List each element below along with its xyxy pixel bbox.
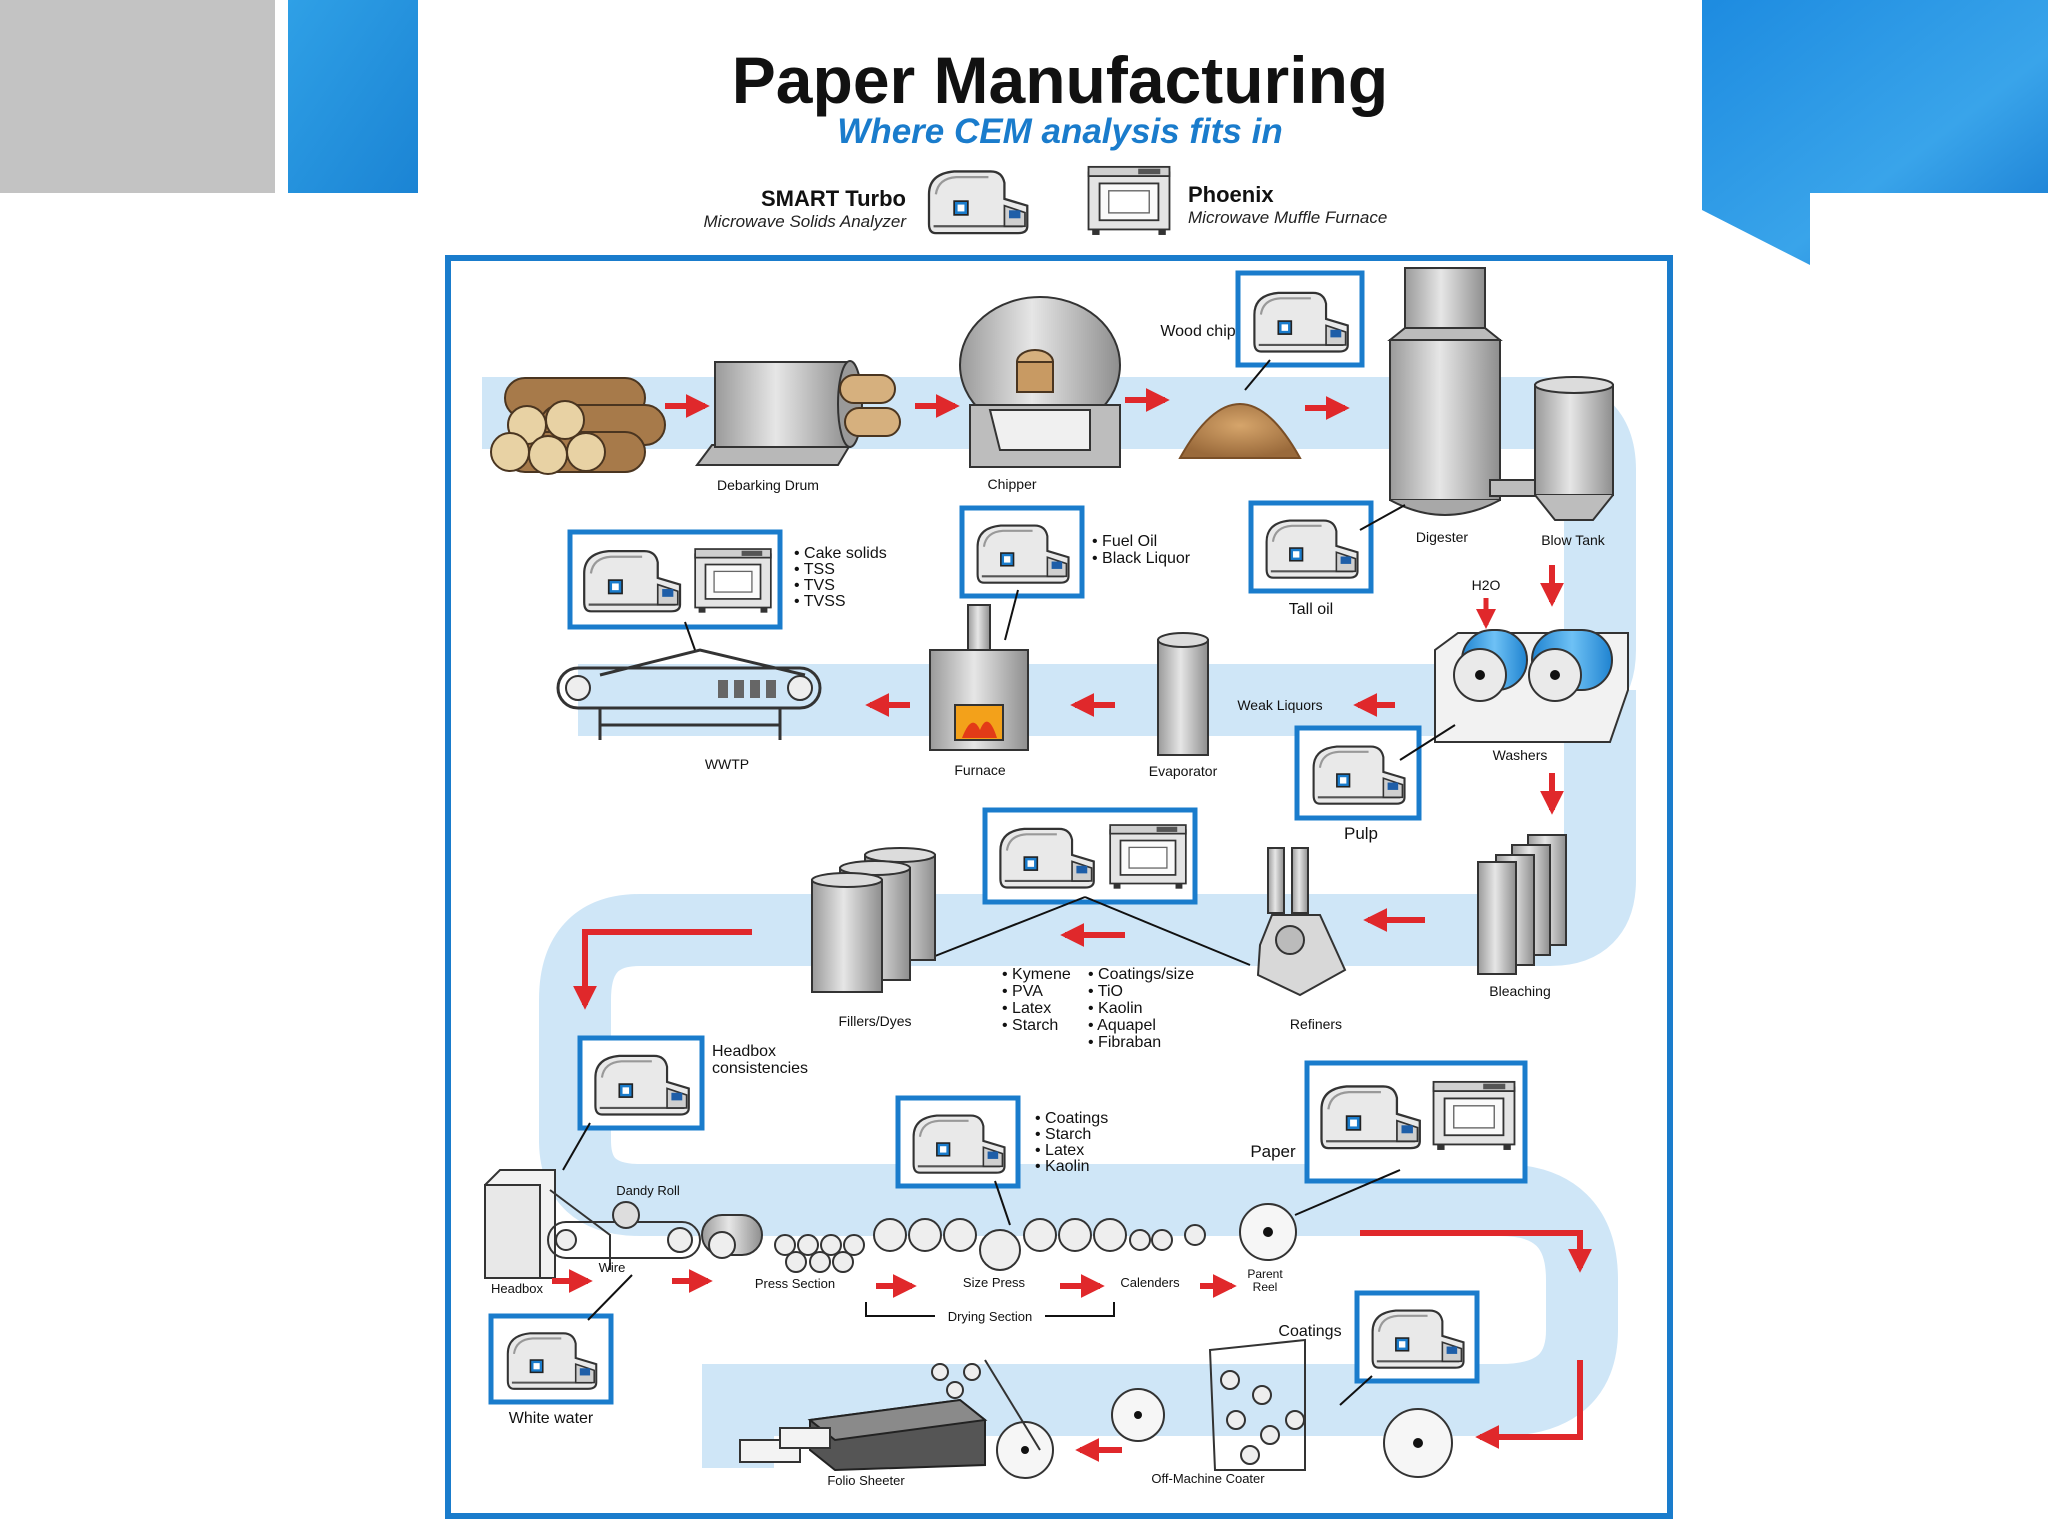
list-fuel: • Fuel Oil • Black Liquor: [1092, 533, 1191, 567]
off-machine-coater: [1111, 1338, 1453, 1478]
label-coatings: Coatings: [1278, 1323, 1341, 1340]
corner-blue-shape: [1702, 0, 2048, 265]
label-fillers-dyes: Fillers/Dyes: [838, 1013, 911, 1029]
digester: [1387, 267, 1536, 516]
label-paper: Paper: [1250, 1142, 1296, 1161]
arrow: [573, 929, 752, 1010]
connector: [1294, 1169, 1401, 1216]
legend-smart-turbo-description: Microwave Solids Analyzer: [703, 212, 907, 231]
legend-smart-turbo: SMART Turbo Microwave Solids Analyzer: [680, 186, 907, 232]
label-press-section: Press Section: [755, 1276, 835, 1291]
chipper: [959, 296, 1121, 468]
label-evaporator: Evaporator: [1149, 763, 1218, 779]
press-section: [701, 1214, 865, 1273]
connector: [1004, 589, 1019, 641]
logs: [490, 377, 666, 475]
parent-reel: [1239, 1203, 1297, 1261]
connector: [587, 1274, 633, 1321]
refiners: [1256, 847, 1347, 997]
label-washers: Washers: [1493, 747, 1548, 763]
label-pulp: Pulp: [1344, 824, 1378, 843]
label-dandy-roll: Dandy Roll: [616, 1183, 680, 1198]
connector: [1084, 896, 1251, 966]
phoenix-icon: [694, 548, 772, 614]
connector: [929, 896, 1086, 959]
connector: [1359, 504, 1406, 531]
wood-chips-pile: [1178, 403, 1302, 459]
dryer-cans: [873, 1218, 1206, 1271]
connector: [1399, 724, 1456, 761]
smart-turbo-legend-icon: [927, 170, 1029, 235]
bleaching-towers: [1477, 834, 1567, 975]
connector: [1339, 1375, 1373, 1406]
label-wire: Wire: [599, 1260, 626, 1275]
debarking-drum: [695, 360, 901, 466]
legend-phoenix-description: Microwave Muffle Furnace: [1188, 208, 1388, 227]
arrow: [1475, 1360, 1583, 1449]
washers: [1434, 629, 1629, 743]
label-chipper: Chipper: [987, 476, 1036, 492]
list-additives-right: • Coatings/size • TiO • Kaolin • Aquapel…: [1088, 966, 1199, 1051]
phoenix-icon: [1432, 1080, 1516, 1152]
phoenix-legend-icon: [1087, 165, 1171, 236]
label-headbox: Headbox: [491, 1281, 544, 1296]
label-furnace: Furnace: [954, 762, 1006, 778]
phoenix-icon: [1109, 824, 1187, 890]
label-folio-sheeter: Folio Sheeter: [827, 1473, 905, 1488]
blow-tank: [1534, 376, 1614, 521]
label-tall-oil: Tall oil: [1289, 601, 1333, 618]
fillers-dyes-tanks: [811, 847, 936, 993]
page-title: Paper Manufacturing: [731, 43, 1389, 117]
bracket-label-bg: [935, 1306, 1045, 1324]
label-digester: Digester: [1416, 529, 1468, 545]
connector: [994, 1180, 1011, 1226]
label-drying-section: Drying Section: [948, 1309, 1033, 1324]
label-debarking-drum: Debarking Drum: [717, 477, 819, 493]
arrow: [1360, 1230, 1592, 1273]
legend-smart-turbo-name: SMART Turbo: [760, 186, 906, 211]
label-calenders: Calenders: [1120, 1275, 1180, 1290]
label-h2o: H2O: [1472, 577, 1501, 593]
list-additives-left: • Kymene • PVA • Latex • Starch: [1002, 966, 1075, 1034]
label-size-press: Size Press: [963, 1275, 1026, 1290]
furnace: [929, 604, 1029, 751]
label-wood-chips: Wood chips: [1160, 323, 1243, 340]
connector: [1244, 359, 1271, 391]
connector: [684, 621, 696, 651]
legend-phoenix-name: Phoenix: [1188, 182, 1274, 207]
label-weak-liquors: Weak Liquors: [1237, 697, 1322, 713]
label-bleaching: Bleaching: [1489, 983, 1551, 999]
label-off-machine-coater: Off-Machine Coater: [1151, 1471, 1265, 1486]
connector: [562, 1122, 591, 1171]
list-wwtp-tests: • Cake solids • TSS • TVS • TVSS: [794, 545, 891, 610]
page-subtitle: Where CEM analysis fits in: [837, 112, 1283, 151]
label-wwtp: WWTP: [705, 756, 749, 772]
corner-blue-block: [288, 0, 418, 193]
evaporator: [1157, 632, 1209, 756]
folio-sheeter: [739, 1359, 1054, 1479]
legend-phoenix: Phoenix Microwave Muffle Furnace: [1188, 182, 1468, 228]
label-blow-tank: Blow Tank: [1541, 532, 1606, 548]
wire: [547, 1201, 701, 1259]
label-refiners: Refiners: [1290, 1016, 1342, 1032]
label-white-water: White water: [509, 1410, 594, 1427]
list-size-press-tests: • Coatings • Starch • Latex • Kaolin: [1035, 1110, 1113, 1175]
corner-gray-block: [0, 0, 275, 193]
wwtp: [556, 648, 822, 740]
